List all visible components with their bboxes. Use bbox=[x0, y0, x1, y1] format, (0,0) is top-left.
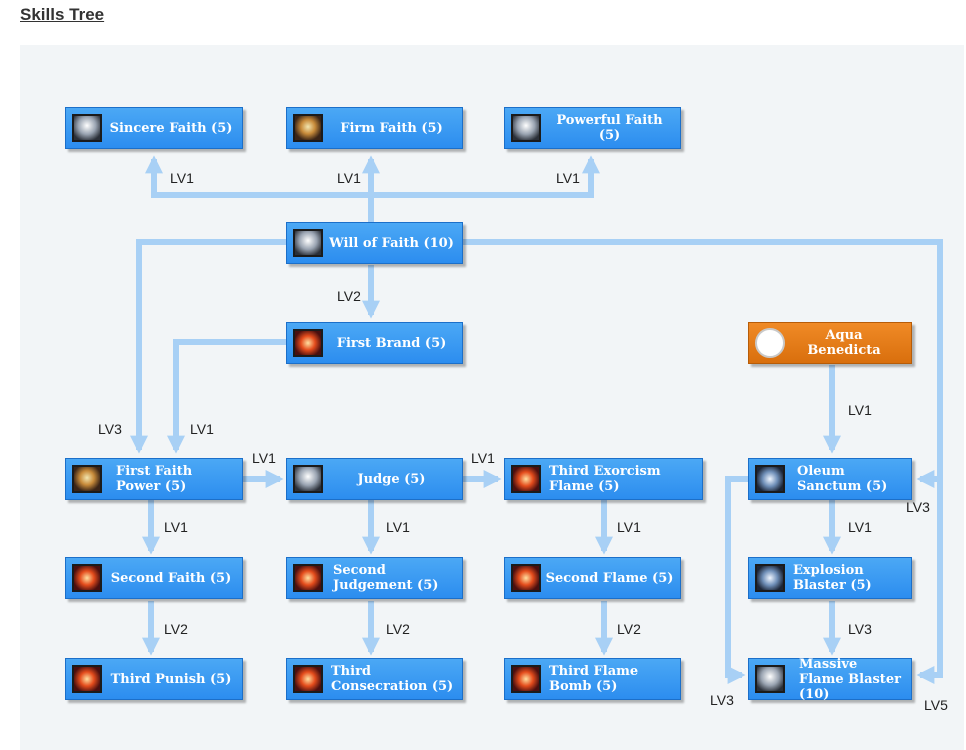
skill-label: Second Judgement (5) bbox=[333, 563, 439, 593]
connector-sincere bbox=[145, 155, 371, 198]
skill-label: Sincere Faith (5) bbox=[109, 120, 233, 136]
skill-second-faith[interactable]: Second Faith (5) bbox=[65, 557, 243, 599]
white-flame-icon bbox=[755, 665, 785, 693]
skill-label: Third Punish (5) bbox=[110, 671, 232, 687]
skill-third-flame-bomb[interactable]: Third Flame Bomb (5) bbox=[504, 658, 681, 700]
skill-sincere-faith[interactable]: Sincere Faith (5) bbox=[65, 107, 243, 149]
connector-powerful bbox=[371, 155, 600, 198]
skill-third-punish[interactable]: Third Punish (5) bbox=[65, 658, 243, 700]
skill-label: Firm Faith (5) bbox=[340, 120, 443, 136]
skill-label: Judge (5) bbox=[357, 471, 426, 487]
level-label: LV3 bbox=[98, 421, 122, 437]
skill-explosion-blaster[interactable]: Explosion Blaster (5) bbox=[748, 557, 912, 599]
skill-label: Massive Flame Blaster (10) bbox=[799, 656, 901, 702]
skill-third-exorcism-flame[interactable]: Third Exorcism Flame (5) bbox=[504, 458, 703, 500]
radiant-fist-icon bbox=[293, 114, 323, 142]
skill-firm-faith[interactable]: Firm Faith (5) bbox=[286, 107, 463, 149]
level-label: LV1 bbox=[556, 170, 580, 186]
crimson-sigil-icon bbox=[293, 564, 323, 592]
skill-second-flame[interactable]: Second Flame (5) bbox=[504, 557, 681, 599]
level-label: LV1 bbox=[617, 519, 641, 535]
connector-massive-from-oleum bbox=[725, 476, 748, 684]
skill-label: Second Flame (5) bbox=[545, 570, 674, 586]
skill-label: Second Faith (5) bbox=[110, 570, 232, 586]
red-burst-icon bbox=[293, 665, 323, 693]
level-label: LV2 bbox=[617, 621, 641, 637]
level-label: LV1 bbox=[471, 450, 495, 466]
flame-icon bbox=[511, 465, 541, 493]
level-label: LV3 bbox=[710, 692, 734, 708]
blue-burst-icon bbox=[755, 564, 785, 592]
shield-crest-icon bbox=[755, 328, 785, 358]
level-label: LV3 bbox=[848, 621, 872, 637]
page-title: Skills Tree bbox=[20, 5, 105, 24]
level-label: LV1 bbox=[337, 170, 361, 186]
skill-label: First Brand (5) bbox=[336, 335, 447, 351]
level-label: LV2 bbox=[337, 288, 361, 304]
level-label: LV1 bbox=[252, 450, 276, 466]
connector-massive-from-will bbox=[916, 479, 943, 684]
skill-oleum-sanctum[interactable]: Oleum Sanctum (5) bbox=[748, 458, 912, 500]
connector-ffp-from-will bbox=[130, 239, 286, 454]
orb-icon bbox=[755, 465, 785, 493]
skill-will-of-faith[interactable]: Will of Faith (10) bbox=[286, 222, 463, 264]
skill-label: First Faith Power (5) bbox=[116, 464, 193, 494]
connector-ffp-from-brand bbox=[167, 339, 286, 454]
level-label: LV1 bbox=[848, 402, 872, 418]
level-label: LV1 bbox=[190, 421, 214, 437]
skill-label: Powerful Faith (5) bbox=[556, 113, 663, 143]
skill-label: Third Consecration (5) bbox=[331, 664, 454, 694]
gauntlet-icon bbox=[511, 114, 541, 142]
connector-oleum-from-will bbox=[463, 239, 943, 488]
level-label: LV1 bbox=[170, 170, 194, 186]
skill-label: Oleum Sanctum (5) bbox=[797, 464, 888, 494]
skill-massive-flame-blaster[interactable]: Massive Flame Blaster (10) bbox=[748, 656, 912, 702]
skill-first-faith-power[interactable]: First Faith Power (5) bbox=[65, 458, 243, 500]
spiral-icon bbox=[72, 564, 102, 592]
skill-label: Third Flame Bomb (5) bbox=[549, 664, 639, 694]
praying-figure-icon bbox=[72, 114, 102, 142]
fireball-icon bbox=[511, 564, 541, 592]
demon-mask-icon bbox=[293, 465, 323, 493]
level-label: LV1 bbox=[386, 519, 410, 535]
level-label: LV3 bbox=[906, 499, 930, 515]
level-label: LV1 bbox=[848, 519, 872, 535]
skill-powerful-faith[interactable]: Powerful Faith (5) bbox=[504, 107, 681, 149]
level-label: LV5 bbox=[924, 697, 948, 713]
red-hood-icon bbox=[72, 665, 102, 693]
red-star-icon bbox=[293, 329, 323, 357]
level-label: LV2 bbox=[164, 621, 188, 637]
skill-label: Aqua Benedicta bbox=[807, 328, 881, 358]
hexagram-icon bbox=[72, 465, 102, 493]
skill-label: Third Exorcism Flame (5) bbox=[549, 464, 661, 494]
skill-label: Will of Faith (10) bbox=[329, 235, 454, 251]
skill-judge[interactable]: Judge (5) bbox=[286, 458, 463, 500]
skill-aqua-benedicta[interactable]: Aqua Benedicta bbox=[748, 322, 912, 364]
skill-second-judgement[interactable]: Second Judgement (5) bbox=[286, 557, 463, 599]
bust-icon bbox=[293, 229, 323, 257]
skill-first-brand[interactable]: First Brand (5) bbox=[286, 322, 463, 364]
skill-label: Explosion Blaster (5) bbox=[793, 563, 872, 593]
level-label: LV1 bbox=[164, 519, 188, 535]
level-label: LV2 bbox=[386, 621, 410, 637]
explosion-icon bbox=[511, 665, 541, 693]
skill-third-consecration[interactable]: Third Consecration (5) bbox=[286, 658, 463, 700]
